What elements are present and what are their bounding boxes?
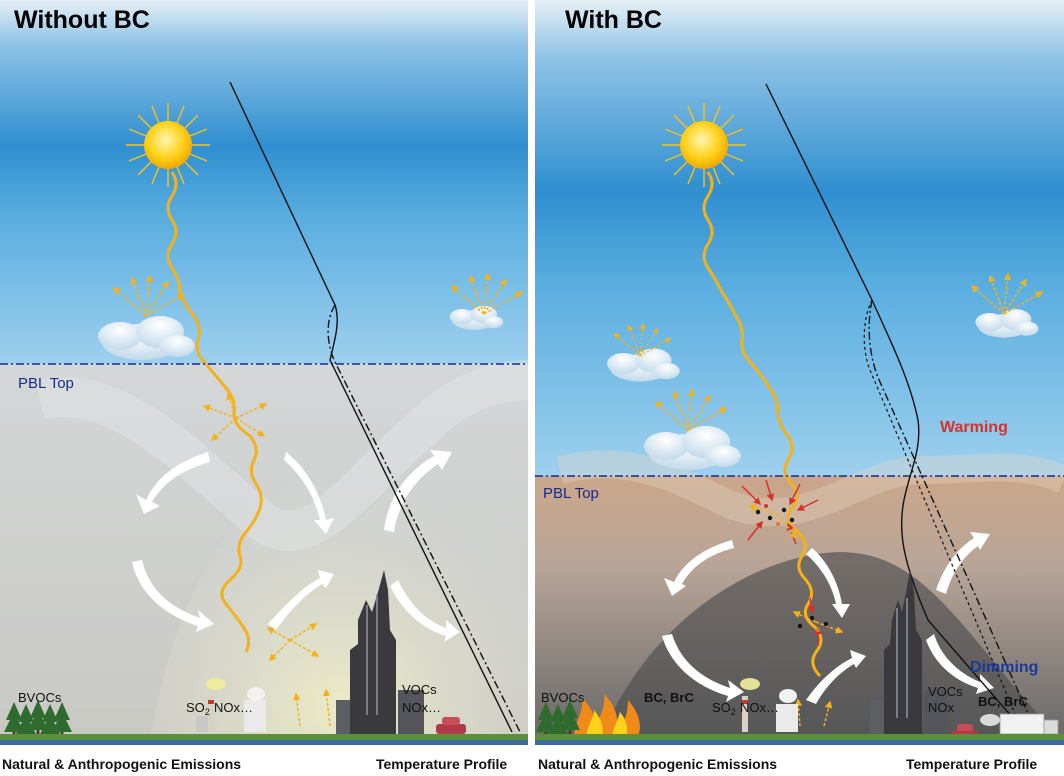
panel-with-bc: PBL Top (535, 0, 1064, 772)
temperature-profile (229, 81, 521, 733)
pbl-top-label: PBL Top (543, 485, 599, 502)
warming-label: Warming (940, 419, 1008, 436)
footer-temperature: Temperature Profile (376, 756, 507, 772)
car-icon (436, 717, 466, 734)
label-bc-brc-2: BC, BrC (978, 694, 1028, 709)
water-strip (0, 740, 528, 745)
factory-icon (196, 678, 266, 732)
grass-strip (0, 734, 528, 740)
factory-icon (740, 678, 798, 732)
label-bvocs: BVOCs (18, 690, 62, 705)
label-vocs: VOCs (928, 684, 963, 699)
panel-title: Without BC (14, 6, 150, 34)
wildfire-icon (574, 694, 640, 736)
panel-title: With BC (565, 6, 662, 34)
sky-background (0, 0, 528, 364)
label-nox: NOx… (740, 700, 779, 715)
footer-emissions: Natural & Anthropogenic Emissions (2, 756, 241, 772)
label-nox: NOx… (214, 700, 253, 715)
pollution-plume (150, 402, 528, 740)
sun-icon (125, 102, 211, 188)
label-bc-brc: BC, BrC (644, 690, 694, 705)
sunlight-ray (702, 171, 823, 678)
grass-strip (535, 734, 1064, 740)
circulation-arrows (132, 450, 460, 642)
dimming-label: Dimming (970, 659, 1038, 676)
panel-divider (528, 0, 535, 776)
sky-background (535, 0, 1064, 476)
truck-icon (980, 713, 1059, 735)
sun-icon (661, 102, 747, 188)
footer-temperature: Temperature Profile (906, 756, 1037, 772)
label-bvocs: BVOCs (541, 690, 585, 705)
footer-emissions: Natural & Anthropogenic Emissions (538, 756, 777, 772)
label-so2: SO2 (186, 700, 210, 717)
label-nox-2: NOx… (402, 700, 441, 715)
pbl-top-label: PBL Top (18, 375, 74, 392)
city-skyline (336, 570, 424, 736)
haze-swirl (35, 360, 529, 551)
panel-without-bc: PBL Top (0, 0, 529, 772)
haze-swirl (556, 450, 1064, 527)
temperature-profile (765, 83, 1041, 741)
aerosol-scatter-arrows (202, 392, 364, 727)
city-skyline (870, 570, 948, 736)
water-strip (535, 740, 1064, 745)
label-nox-2: NOx (928, 700, 955, 715)
label-so2: SO2 (712, 700, 736, 717)
label-vocs: VOCs (402, 682, 437, 697)
bc-particles (755, 504, 829, 632)
